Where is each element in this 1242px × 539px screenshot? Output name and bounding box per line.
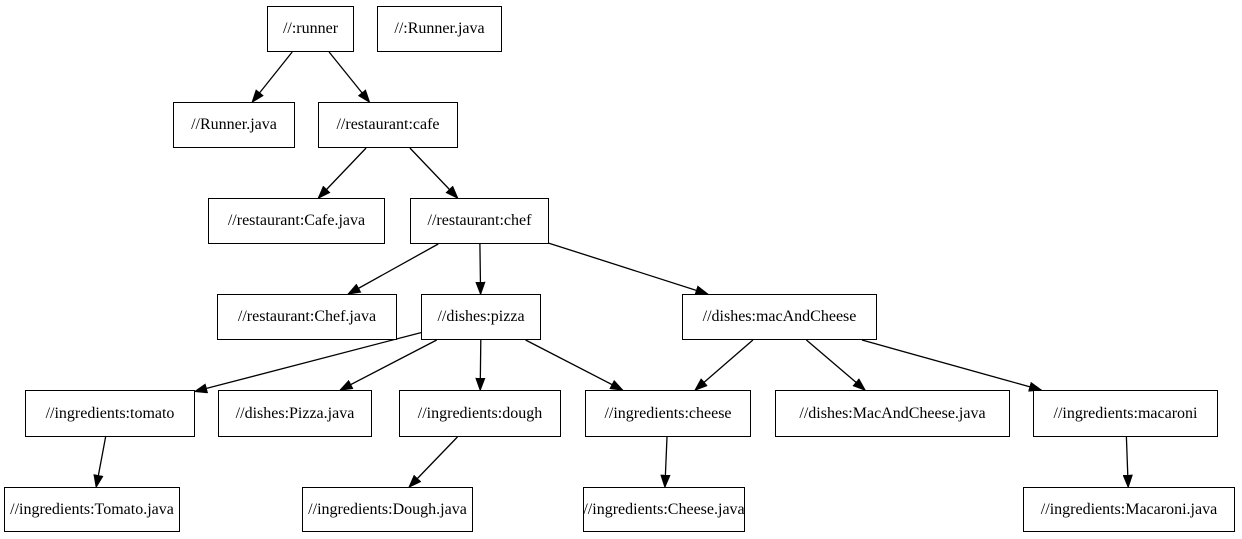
graph-node-pizza-java: //dishes:Pizza.java	[218, 390, 372, 437]
edge-cheese-to-cheese-java	[665, 436, 667, 487]
edge-pizza-to-pizza-java	[340, 339, 437, 390]
graph-node-runner: //:runner	[267, 6, 354, 52]
edge-pizza-to-cheese	[525, 339, 623, 390]
edge-tomato-to-tomato-java	[96, 436, 107, 487]
graph-node-label: //ingredients:Tomato.java	[10, 500, 174, 518]
graph-node-cheese: //ingredients:cheese	[585, 390, 751, 437]
graph-node-mac-and-cheese-java: //dishes:MacAndCheese.java	[775, 390, 1010, 437]
graph-node-macaroni: //ingredients:macaroni	[1033, 390, 1218, 437]
edge-mac-and-cheese-to-macaroni	[861, 339, 1041, 390]
edge-mac-and-cheese-to-mac-and-cheese-java	[805, 339, 865, 390]
graph-node-label: //restaurant:Cafe.java	[227, 212, 366, 229]
edge-dough-to-dough-java	[409, 436, 458, 487]
edge-chef-to-mac-and-cheese	[548, 242, 708, 294]
graph-node-label: //ingredients:tomato	[45, 404, 175, 422]
graph-node-dough-java: //ingredients:Dough.java	[302, 487, 473, 532]
graph-node-label: //dishes:MacAndCheese.java	[799, 404, 986, 422]
edge-runner-to-runner-java	[252, 51, 293, 102]
graph-node-cafe-java: //restaurant:Cafe.java	[208, 198, 385, 244]
graph-node-cafe: //restaurant:cafe	[318, 102, 458, 148]
graph-node-mac-and-cheese: //dishes:macAndCheese	[682, 294, 877, 340]
graph-node-pizza: //dishes:pizza	[421, 294, 541, 340]
graph-node-label: //Runner.java	[191, 116, 277, 133]
graph-node-tomato: //ingredients:tomato	[25, 390, 195, 437]
graph-node-macaroni-java: //ingredients:Macaroni.java	[1023, 487, 1235, 532]
graph-node-chef: //restaurant:chef	[410, 198, 549, 244]
graph-node-label: //ingredients:dough	[417, 404, 543, 422]
edge-pizza-to-tomato	[195, 331, 422, 392]
graph-node-label: //ingredients:macaroni	[1053, 404, 1198, 422]
edge-macaroni-to-macaroni-java	[1126, 436, 1128, 487]
graph-node-dough: //ingredients:dough	[399, 390, 561, 437]
graph-node-label: //ingredients:Dough.java	[308, 500, 467, 518]
graph-node-label: //:Runner.java	[394, 20, 485, 37]
graph-node-label: //dishes:macAndCheese	[702, 308, 857, 325]
graph-node-label: //restaurant:Chef.java	[237, 308, 377, 325]
edge-mac-and-cheese-to-cheese	[695, 339, 754, 390]
graph-node-cheese-java: //ingredients:Cheese.java	[583, 487, 745, 532]
edge-chef-to-pizza	[480, 243, 481, 294]
graph-node-label: //dishes:pizza	[437, 308, 525, 325]
edge-runner-to-cafe	[328, 51, 369, 102]
graph-node-runner-java: //Runner.java	[173, 102, 295, 148]
graph-node-tomato-java: //ingredients:Tomato.java	[4, 487, 180, 532]
edge-cafe-to-chef	[409, 147, 458, 198]
edge-cafe-to-cafe-java	[318, 147, 367, 198]
graph-node-runner-java-root: //:Runner.java	[377, 6, 502, 52]
graph-node-label: //ingredients:Cheese.java	[583, 500, 745, 518]
edge-pizza-to-dough	[480, 339, 481, 390]
graph-node-label: //:runner	[282, 20, 339, 37]
graph-node-label: //restaurant:cafe	[336, 116, 440, 133]
graph-node-label: //restaurant:chef	[427, 212, 532, 229]
graph-node-label: //ingredients:cheese	[604, 404, 732, 422]
graph-node-label: //ingredients:Macaroni.java	[1040, 500, 1218, 518]
graph-node-label: //dishes:Pizza.java	[235, 404, 355, 422]
graph-node-chef-java: //restaurant:Chef.java	[217, 294, 397, 340]
edge-chef-to-chef-java	[348, 243, 439, 294]
